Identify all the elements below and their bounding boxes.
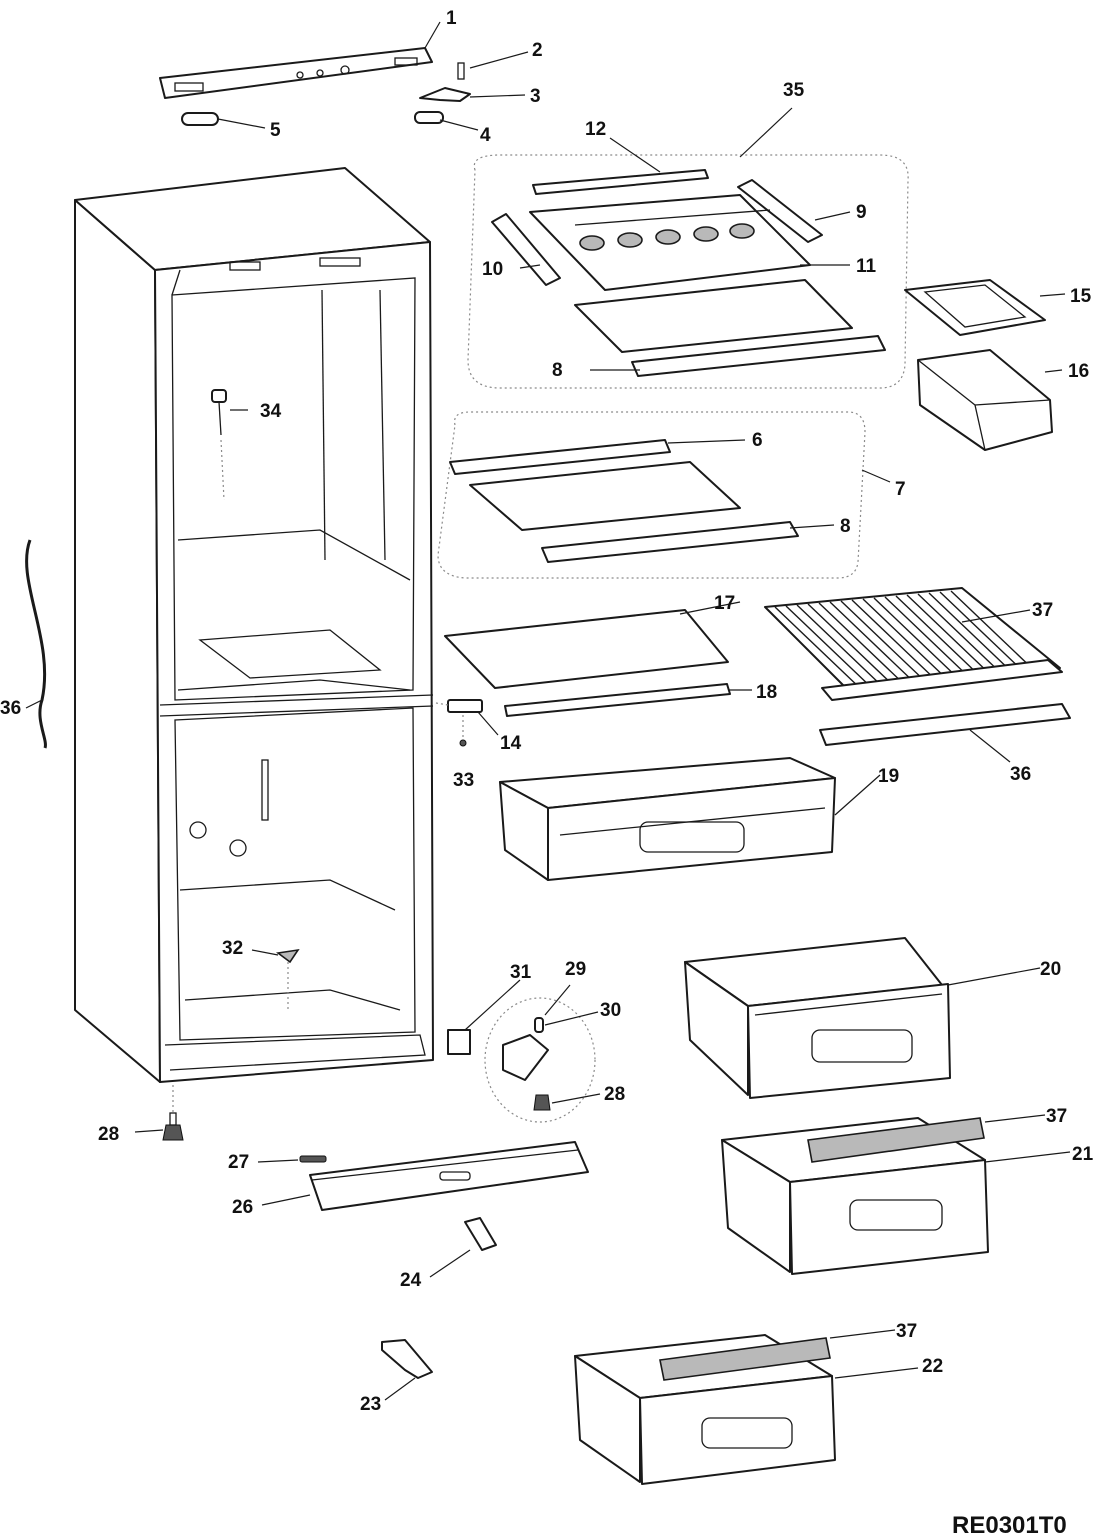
callout-26: 26 <box>232 1197 253 1218</box>
callout-17: 17 <box>714 593 735 614</box>
part-crisper-glass-cover <box>444 609 729 689</box>
part-glass-shelf <box>469 461 741 531</box>
part-shelf-trim-upper <box>631 335 886 377</box>
part-cap <box>181 112 219 126</box>
callout-19: 19 <box>878 766 899 787</box>
callout-24: 24 <box>400 1270 422 1291</box>
callout-31: 31 <box>510 962 532 983</box>
callout-11: 11 <box>856 256 877 277</box>
part-drain-plug <box>275 948 300 1010</box>
callout-4: 4 <box>480 125 491 146</box>
callout-36-right: 36 <box>1010 764 1031 785</box>
part-shelf-side-right <box>737 179 823 243</box>
part-hinge-bush <box>414 111 444 124</box>
callout-34: 34 <box>260 401 282 422</box>
wire-shelf-grid <box>774 590 1039 691</box>
part-cover-trim <box>504 683 731 717</box>
callout-30: 30 <box>600 1000 621 1021</box>
part-drain-channel <box>381 1339 433 1379</box>
callout-8-upper: 8 <box>552 360 563 381</box>
callout-35: 35 <box>783 80 805 101</box>
leader-lines <box>25 21 1071 1401</box>
callout-32: 32 <box>222 938 243 959</box>
part-freezer-drawer-upper <box>684 937 951 1099</box>
callout-20: 20 <box>1040 959 1061 980</box>
part-tray-lid <box>904 279 1046 336</box>
callout-2: 2 <box>532 40 543 61</box>
part-bottle-rack-shelf <box>529 194 811 291</box>
part-top-cover <box>159 47 433 99</box>
part-shelf-rail-top <box>532 169 709 195</box>
callout-12: 12 <box>585 119 606 140</box>
part-door-seal <box>25 539 47 749</box>
part-shelf-side-left <box>491 213 561 286</box>
part-glass-shelf-upper <box>574 279 853 353</box>
callout-6: 6 <box>752 430 763 451</box>
part-plinth <box>309 1141 589 1211</box>
callout-18: 18 <box>756 682 777 703</box>
part-shelf-rail-rear <box>449 439 671 475</box>
callout-28-foot: 28 <box>98 1124 119 1145</box>
callout-36-left: 36 <box>0 698 21 719</box>
callout-37-drawer-bottom: 37 <box>896 1321 917 1342</box>
callout-labels: 1 2 3 4 5 35 12 9 10 11 8 15 16 34 6 7 8… <box>0 8 1094 1415</box>
part-hinge-screw <box>457 62 465 80</box>
callout-16: 16 <box>1068 361 1089 382</box>
part-freezer-drawer-middle <box>721 1117 989 1275</box>
callout-9: 9 <box>856 202 867 223</box>
drawing-code: RE0301T0 <box>952 1512 1067 1539</box>
part-wire-shelf <box>764 587 1063 701</box>
callout-7: 7 <box>895 479 906 500</box>
callout-1: 1 <box>446 8 457 29</box>
callout-21: 21 <box>1072 1144 1094 1165</box>
callout-22: 22 <box>922 1356 943 1377</box>
cabinet <box>74 167 434 1083</box>
part-thermostat-knob <box>211 389 227 501</box>
part-shelf-support <box>435 699 483 713</box>
callout-37-wire-shelf: 37 <box>1032 600 1053 621</box>
callout-27: 27 <box>228 1152 249 1173</box>
callout-14: 14 <box>500 733 522 754</box>
callout-28-hinge: 28 <box>604 1084 625 1105</box>
part-wire-shelf-trim <box>819 703 1071 746</box>
part-adjustable-foot <box>162 1085 184 1141</box>
part-screw-small <box>459 715 467 747</box>
part-door-stop <box>464 1217 497 1251</box>
callout-23: 23 <box>360 1394 381 1415</box>
part-hinge-pin <box>534 1017 544 1033</box>
callout-15: 15 <box>1070 286 1092 307</box>
part-crisper-drawer <box>499 757 836 881</box>
callout-33: 33 <box>453 770 474 791</box>
part-hinge-cover <box>447 1029 471 1055</box>
callout-10: 10 <box>482 259 503 280</box>
callout-8-lower: 8 <box>840 516 851 537</box>
part-hinge-foot <box>533 1094 551 1111</box>
callout-37-drawer-middle: 37 <box>1046 1106 1067 1127</box>
part-bottom-hinge <box>502 1034 549 1081</box>
part-top-hinge <box>419 87 471 102</box>
part-plinth-clip <box>299 1155 327 1163</box>
part-freezer-drawer-bottom <box>574 1334 836 1485</box>
callout-5: 5 <box>270 120 281 141</box>
part-shelf-trim <box>541 521 799 563</box>
callout-3: 3 <box>530 86 541 107</box>
part-tray-container <box>917 349 1053 451</box>
callout-29: 29 <box>565 959 586 980</box>
